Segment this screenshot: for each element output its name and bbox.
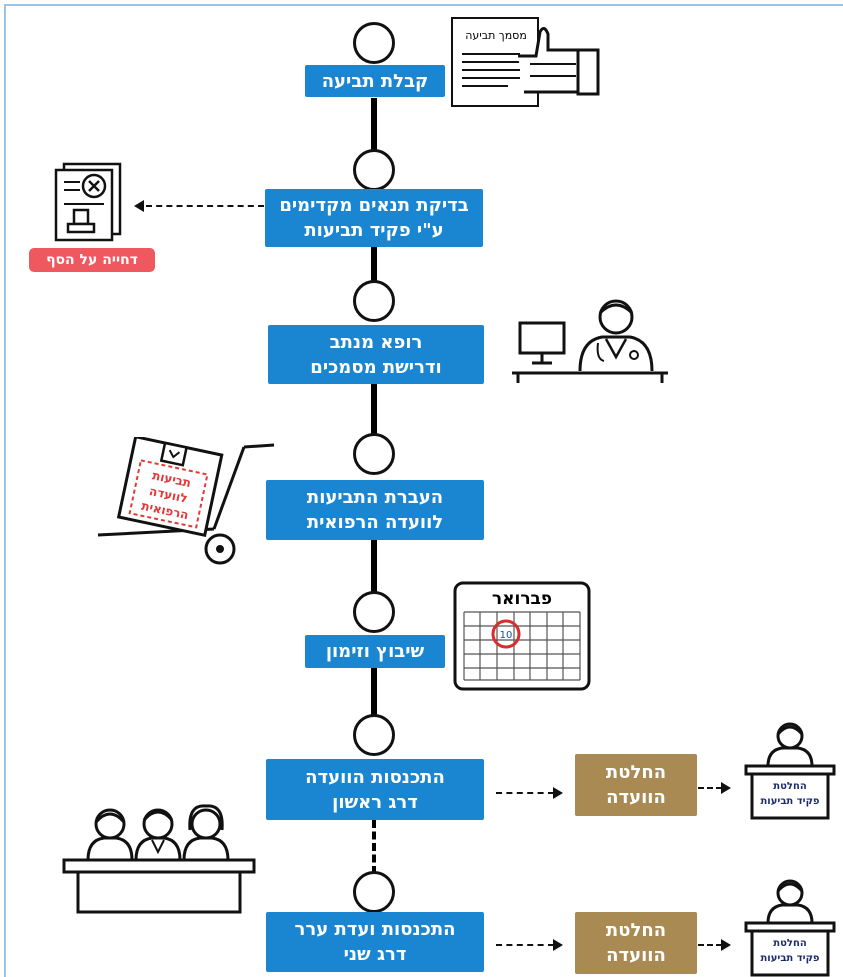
timeline-dashed-segment [372, 820, 376, 874]
rejected-document-stamp-icon [44, 160, 130, 246]
timeline-node [353, 22, 395, 64]
clerk-at-desk-icon: החלטת פקיד תביעות [744, 875, 836, 977]
timeline-node [353, 433, 395, 475]
decision-arrowhead [553, 787, 563, 799]
timeline-segment [371, 384, 377, 436]
clerk-at-desk-icon: החלטת פקיד תביעות [744, 718, 836, 820]
timeline-node [353, 714, 395, 756]
timeline-node [353, 280, 395, 322]
hand-truck-box-icon: תביעות לוועדה הרפואית [96, 437, 276, 567]
timeline-node [353, 871, 395, 913]
timeline-segment [371, 668, 377, 716]
step-scheduling: שיבוץ וזימון [305, 635, 445, 668]
committee-decision-box: החלטת הוועדה [575, 754, 697, 816]
calendar-icon: פברואר 10 [452, 580, 592, 692]
timeline-segment [371, 98, 377, 152]
step-appeal-committee: התכנסות ועדת ערר דרג שני [266, 912, 484, 972]
step-preconditions-check: בדיקת תנאים מקדימים ע"י פקיד תביעות [265, 189, 483, 247]
decision-arrow [496, 792, 554, 794]
clerk-decision-line2: פקיד תביעות [760, 796, 819, 807]
rejection-badge: דחייה על הסף [29, 248, 155, 272]
clerk-arrowhead [721, 782, 731, 794]
decision-arrowhead [553, 939, 563, 951]
clerk-decision-line1: החלטת [773, 938, 806, 949]
step-first-tier-committee: התכנסות הוועדה דרג ראשון [266, 759, 484, 820]
doctor-at-desk-icon [510, 293, 672, 385]
timeline-node [353, 149, 395, 191]
step-receive-claim: קבלת תביעה [305, 65, 445, 97]
thumbs-up-hand-icon: מסמך תביעה [448, 12, 610, 110]
timeline-segment [371, 246, 377, 284]
rejection-arrow [146, 205, 264, 207]
clerk-arrow [698, 787, 722, 789]
clerk-decision-line2: פקיד תביעות [760, 953, 819, 964]
diagram-frame [4, 4, 843, 977]
clerk-arrow [698, 944, 722, 946]
calendar-month: פברואר [492, 589, 552, 609]
timeline-segment [371, 540, 377, 594]
clerk-arrowhead [721, 939, 731, 951]
step-routing-doctor: רופא מנתב ודרישת מסמכים [268, 325, 484, 384]
rejection-arrowhead [134, 200, 144, 212]
committee-decision-box: החלטת הוועדה [575, 912, 697, 974]
claim-document-label: מסמך תביעה [465, 29, 527, 42]
decision-arrow [496, 944, 554, 946]
step-transfer-claims: העברת התביעות לוועדה הרפואית [266, 480, 484, 540]
timeline-node [353, 591, 395, 633]
committee-panel-icon [58, 800, 258, 915]
clerk-decision-line1: החלטת [773, 781, 806, 792]
calendar-day: 10 [500, 630, 513, 641]
